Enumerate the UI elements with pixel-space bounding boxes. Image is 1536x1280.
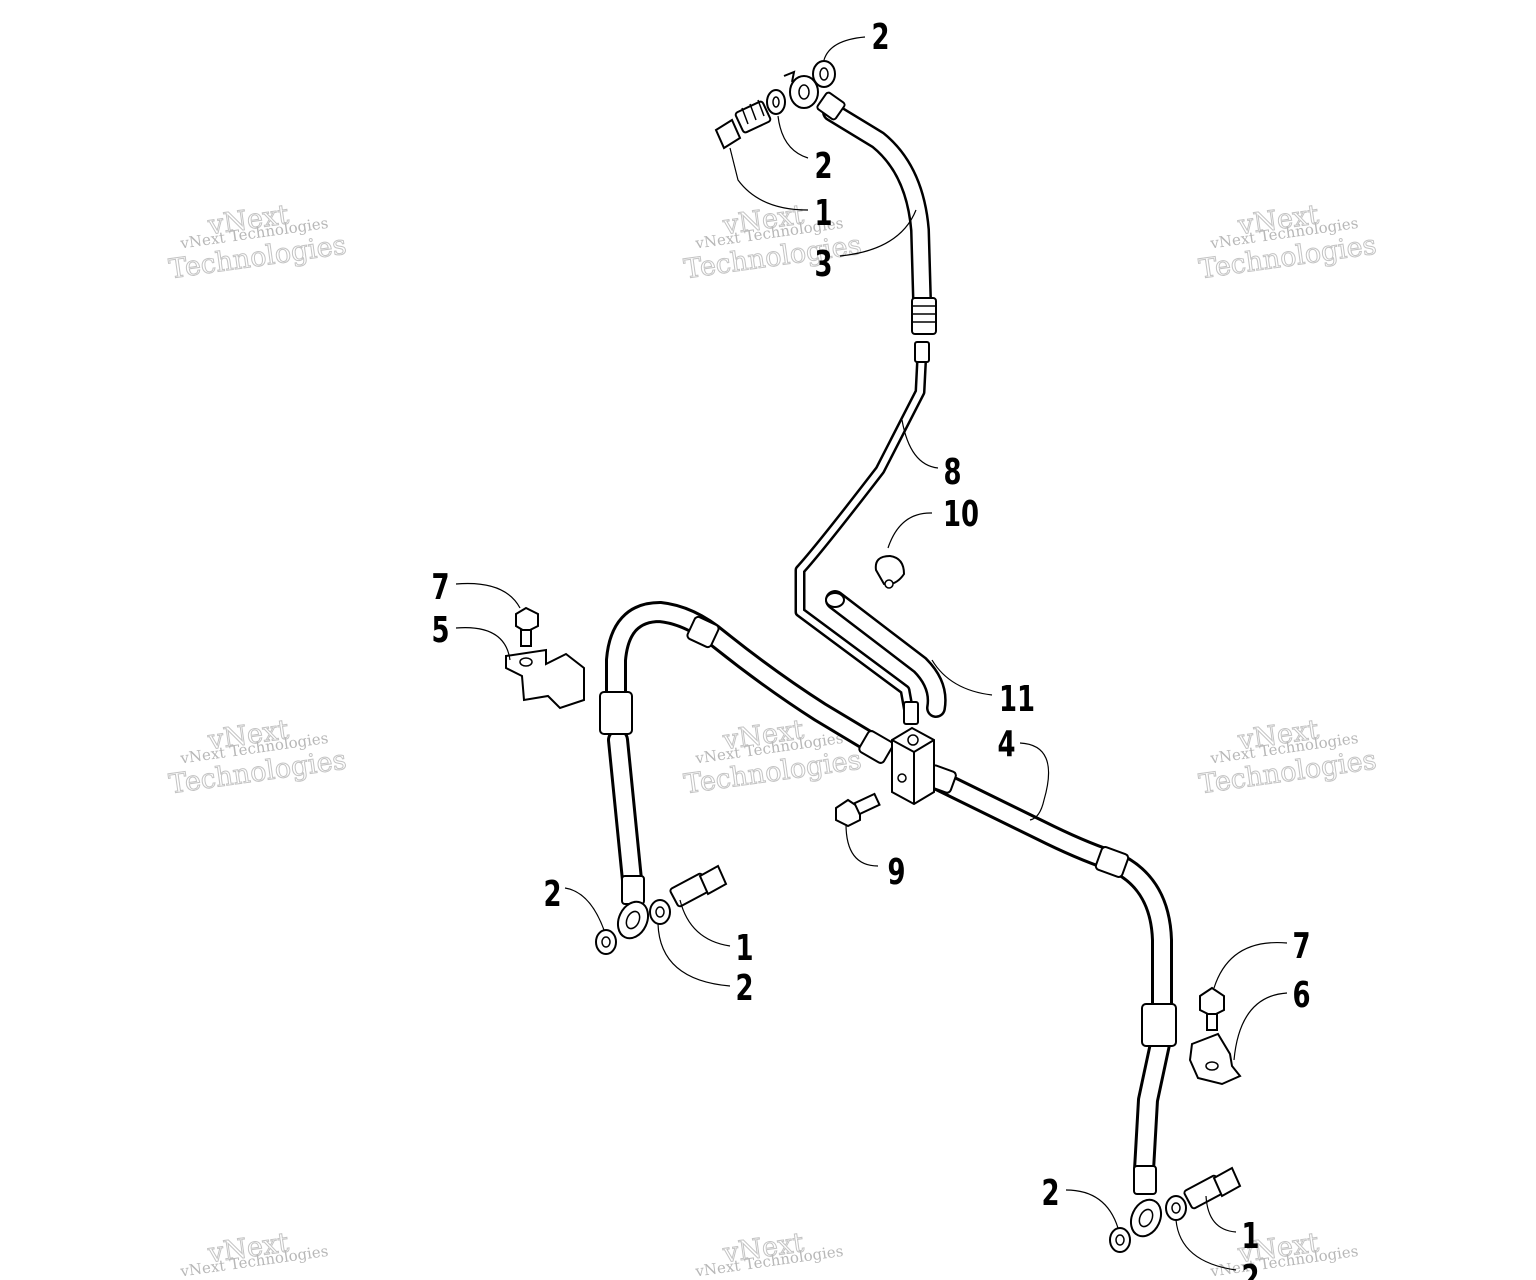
callout-2-right-b: 2 xyxy=(1242,1258,1260,1280)
callout-11: 11 xyxy=(999,679,1035,720)
watermark: vNext vNext Technologies Technologies xyxy=(681,199,863,286)
callout-9: 9 xyxy=(888,852,906,893)
watermark: vNext vNext Technologies Technologies xyxy=(166,714,348,801)
bracket-6 xyxy=(1188,1032,1242,1086)
tube-11 xyxy=(825,590,947,718)
watermark: vNext vNext Technologies Technologies xyxy=(1196,714,1378,801)
callout-1-left: 1 xyxy=(736,928,754,969)
watermark-layer: vNext vNext Technologies Technologies vN… xyxy=(166,199,1378,1280)
clip-10 xyxy=(874,554,906,589)
callout-1-right: 1 xyxy=(1242,1216,1260,1257)
callout-numbers: 2 2 1 3 8 10 7 5 11 4 9 2 1 2 7 6 2 1 2 xyxy=(432,17,1311,1280)
callout-7-left: 7 xyxy=(432,567,450,608)
callout-5: 5 xyxy=(432,610,450,651)
hose-left xyxy=(599,601,894,940)
washer-right-a xyxy=(1109,1227,1131,1253)
callout-2-top: 2 xyxy=(872,17,890,58)
callout-2-right: 2 xyxy=(1042,1173,1060,1214)
callout-8: 8 xyxy=(944,452,962,493)
callout-2-top-b: 2 xyxy=(815,146,833,187)
hose-right xyxy=(925,764,1177,1238)
banjo-bolt-top xyxy=(714,99,772,150)
watermark: vNext vNext Technologies xyxy=(693,1227,844,1280)
watermark: vNext vNext Technologies Technologies xyxy=(1196,199,1378,286)
callout-6: 6 xyxy=(1293,975,1311,1016)
washer-top-b xyxy=(766,89,786,115)
screw-7-right xyxy=(1199,986,1225,1031)
washer-left-b xyxy=(649,899,671,925)
watermark: vNext vNext Technologies xyxy=(178,1227,329,1280)
hose-upper xyxy=(816,91,937,335)
callout-4: 4 xyxy=(998,724,1016,765)
banjo-fitting-top xyxy=(783,70,819,109)
washer-right-b xyxy=(1165,1195,1187,1221)
callout-2-left-b: 2 xyxy=(736,968,754,1009)
bracket-5 xyxy=(505,648,585,710)
screw-7-left xyxy=(515,606,539,647)
leader-lines xyxy=(455,36,1288,1271)
banjo-bolt-right xyxy=(1183,1166,1242,1210)
callout-7-right: 7 xyxy=(1293,926,1311,967)
brake-line-8 xyxy=(794,341,930,725)
banjo-bolt-left xyxy=(669,864,728,908)
junction-block xyxy=(891,726,935,806)
callout-2-left: 2 xyxy=(544,874,562,915)
washer-top-a xyxy=(812,60,836,88)
screw-9 xyxy=(835,792,881,828)
callout-3-top: 3 xyxy=(815,244,833,285)
washer-left-a xyxy=(595,929,617,955)
callout-10: 10 xyxy=(943,494,979,535)
callout-1-top: 1 xyxy=(815,193,833,234)
watermark: vNext vNext Technologies Technologies xyxy=(166,199,348,286)
